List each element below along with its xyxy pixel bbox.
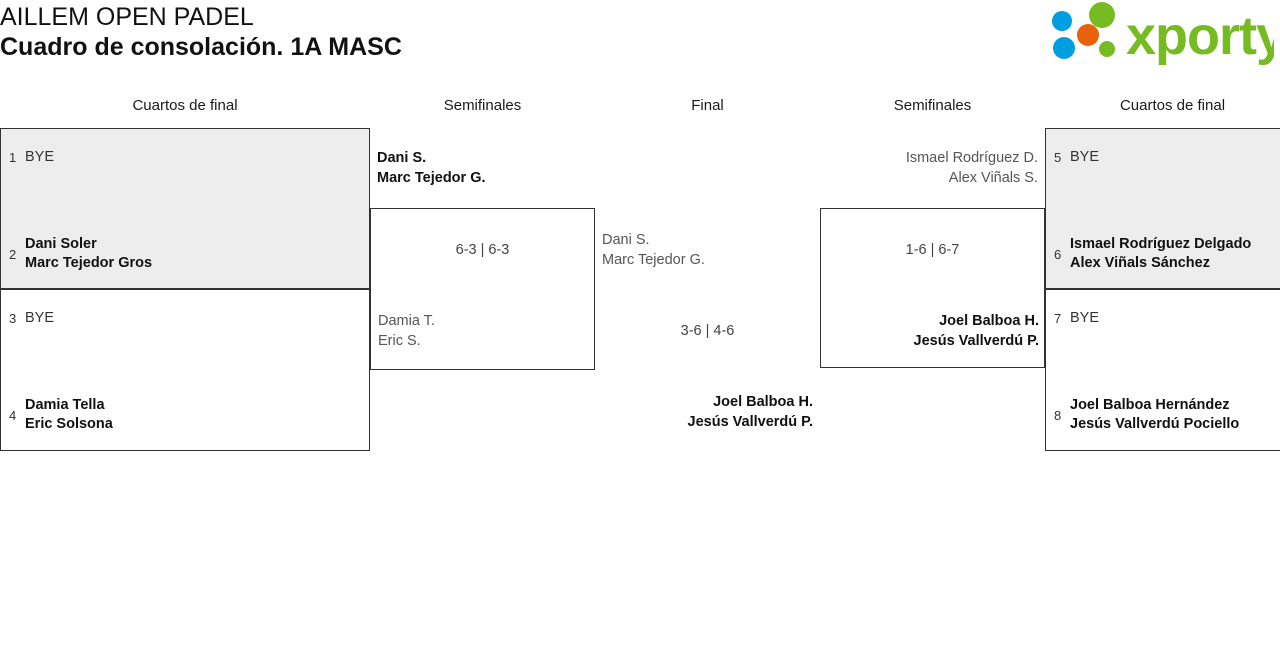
seed-number: 1: [9, 150, 17, 165]
slot-seed-3: 3 BYE: [1, 309, 369, 328]
player-names: BYE: [25, 310, 55, 326]
match-box-right-semifinal[interactable]: 1-6 | 6-7 Joel Balboa H. Jesús Vallverdú…: [820, 208, 1045, 368]
player-name-line1: Damia T.: [378, 313, 435, 329]
xporty-logo[interactable]: xporty: [1044, 2, 1274, 68]
round-heading-right-quarterfinals: Cuartos de final: [1119, 97, 1226, 114]
match-box-left-qf-1[interactable]: 1 BYE 2 Dani Soler Marc Tejedor Gros: [0, 128, 370, 289]
final-score: 3-6 | 4-6: [680, 323, 735, 339]
player-name-line1: Damia Tella: [25, 397, 105, 413]
left-semifinal-winner: Dani S. Marc Tejedor G.: [377, 149, 486, 188]
player-name-line2: Marc Tejedor G.: [377, 169, 486, 186]
seed-number: 2: [9, 246, 17, 262]
player-name-line2: Jesús Vallverdú P.: [687, 413, 813, 430]
right-semifinal-loser: Ismael Rodríguez D. Alex Viñals S.: [820, 149, 1038, 188]
player-name-line1: Joel Balboa H.: [713, 394, 813, 410]
player-name-line1: Ismael Rodríguez Delgado: [1070, 236, 1252, 252]
slot-seed-5: 5 BYE: [1046, 148, 1280, 167]
match-box-left-qf-2[interactable]: 3 BYE 4 Damia Tella Eric Solsona: [0, 289, 370, 451]
round-heading-left-quarterfinals: Cuartos de final: [132, 97, 238, 114]
player-name-line2: Jesús Vallverdú Pociello: [1070, 416, 1240, 432]
match-box-right-qf-1[interactable]: 5 BYE 6 Ismael Rodríguez Delgado Alex Vi…: [1045, 128, 1280, 289]
player-name-line2: Alex Viñals Sánchez: [1070, 255, 1210, 271]
player-name-line1: Dani Soler: [25, 236, 97, 252]
final-left-finalist: Dani S. Marc Tejedor G.: [602, 231, 705, 270]
slot-seed-7: 7 BYE: [1046, 309, 1280, 328]
match-box-right-qf-2[interactable]: 7 BYE 8 Joel Balboa Hernández Jesús Vall…: [1045, 289, 1280, 451]
player-name-line2: Eric S.: [378, 332, 421, 349]
player-names: Ismael Rodríguez Delgado Alex Viñals Sán…: [1070, 235, 1251, 273]
left-semifinal-loser: Damia T. Eric S.: [378, 312, 435, 351]
right-semifinal-winner: Joel Balboa H. Jesús Vallverdú P.: [821, 312, 1039, 351]
player-names: BYE: [25, 149, 55, 165]
player-names: Damia Tella Eric Solsona: [25, 396, 113, 434]
slot-seed-2: 2 Dani Soler Marc Tejedor Gros: [1, 235, 369, 273]
slot-seed-6: 6 Ismael Rodríguez Delgado Alex Viñals S…: [1046, 235, 1280, 273]
player-name-line2: Eric Solsona: [25, 416, 113, 432]
player-name-line2: Marc Tejedor Gros: [25, 255, 153, 271]
round-heading-right-semifinals: Semifinales: [893, 97, 972, 114]
player-name-line2: Jesús Vallverdú P.: [913, 332, 1039, 349]
final-champion: Joel Balboa H. Jesús Vallverdú P.: [595, 393, 813, 432]
player-names: BYE: [1070, 310, 1100, 326]
player-name-line2: Marc Tejedor G.: [602, 251, 705, 268]
player-name-line1: Dani S.: [377, 150, 427, 166]
player-names: Dani Soler Marc Tejedor Gros: [25, 235, 152, 273]
player-names: Joel Balboa Hernández Jesús Vallverdú Po…: [1070, 396, 1239, 434]
bracket-subtitle: Cuadro de consolación. 1A MASC: [0, 33, 402, 61]
round-heading-left-semifinals: Semifinales: [443, 97, 522, 114]
player-name-line2: Alex Viñals S.: [948, 169, 1038, 186]
left-semifinal-score: 6-3 | 6-3: [455, 242, 510, 258]
slot-seed-4: 4 Damia Tella Eric Solsona: [1, 396, 369, 434]
player-name-line1: Joel Balboa Hernández: [1070, 397, 1230, 413]
page-title: AILLEM OPEN PADEL Cuadro de consolación.…: [0, 0, 402, 62]
seed-number: 7: [1054, 311, 1062, 326]
match-box-left-semifinal[interactable]: 6-3 | 6-3 Damia T. Eric S.: [370, 208, 595, 370]
svg-text:xporty: xporty: [1126, 6, 1274, 66]
seed-number: 8: [1054, 407, 1062, 423]
player-name-line1: Ismael Rodríguez D.: [905, 150, 1038, 166]
player-names: BYE: [1070, 149, 1100, 165]
right-semifinal-score: 1-6 | 6-7: [905, 242, 960, 258]
seed-number: 5: [1054, 150, 1062, 165]
player-name-line1: Joel Balboa H.: [939, 313, 1039, 329]
round-heading-final: Final: [691, 97, 724, 114]
seed-number: 3: [9, 311, 17, 326]
seed-number: 6: [1054, 246, 1062, 262]
slot-seed-1: 1 BYE: [1, 148, 369, 167]
slot-seed-8: 8 Joel Balboa Hernández Jesús Vallverdú …: [1046, 396, 1280, 434]
player-name-line1: Dani S.: [602, 232, 650, 248]
seed-number: 4: [9, 407, 17, 423]
tournament-name: AILLEM OPEN PADEL: [0, 3, 254, 31]
